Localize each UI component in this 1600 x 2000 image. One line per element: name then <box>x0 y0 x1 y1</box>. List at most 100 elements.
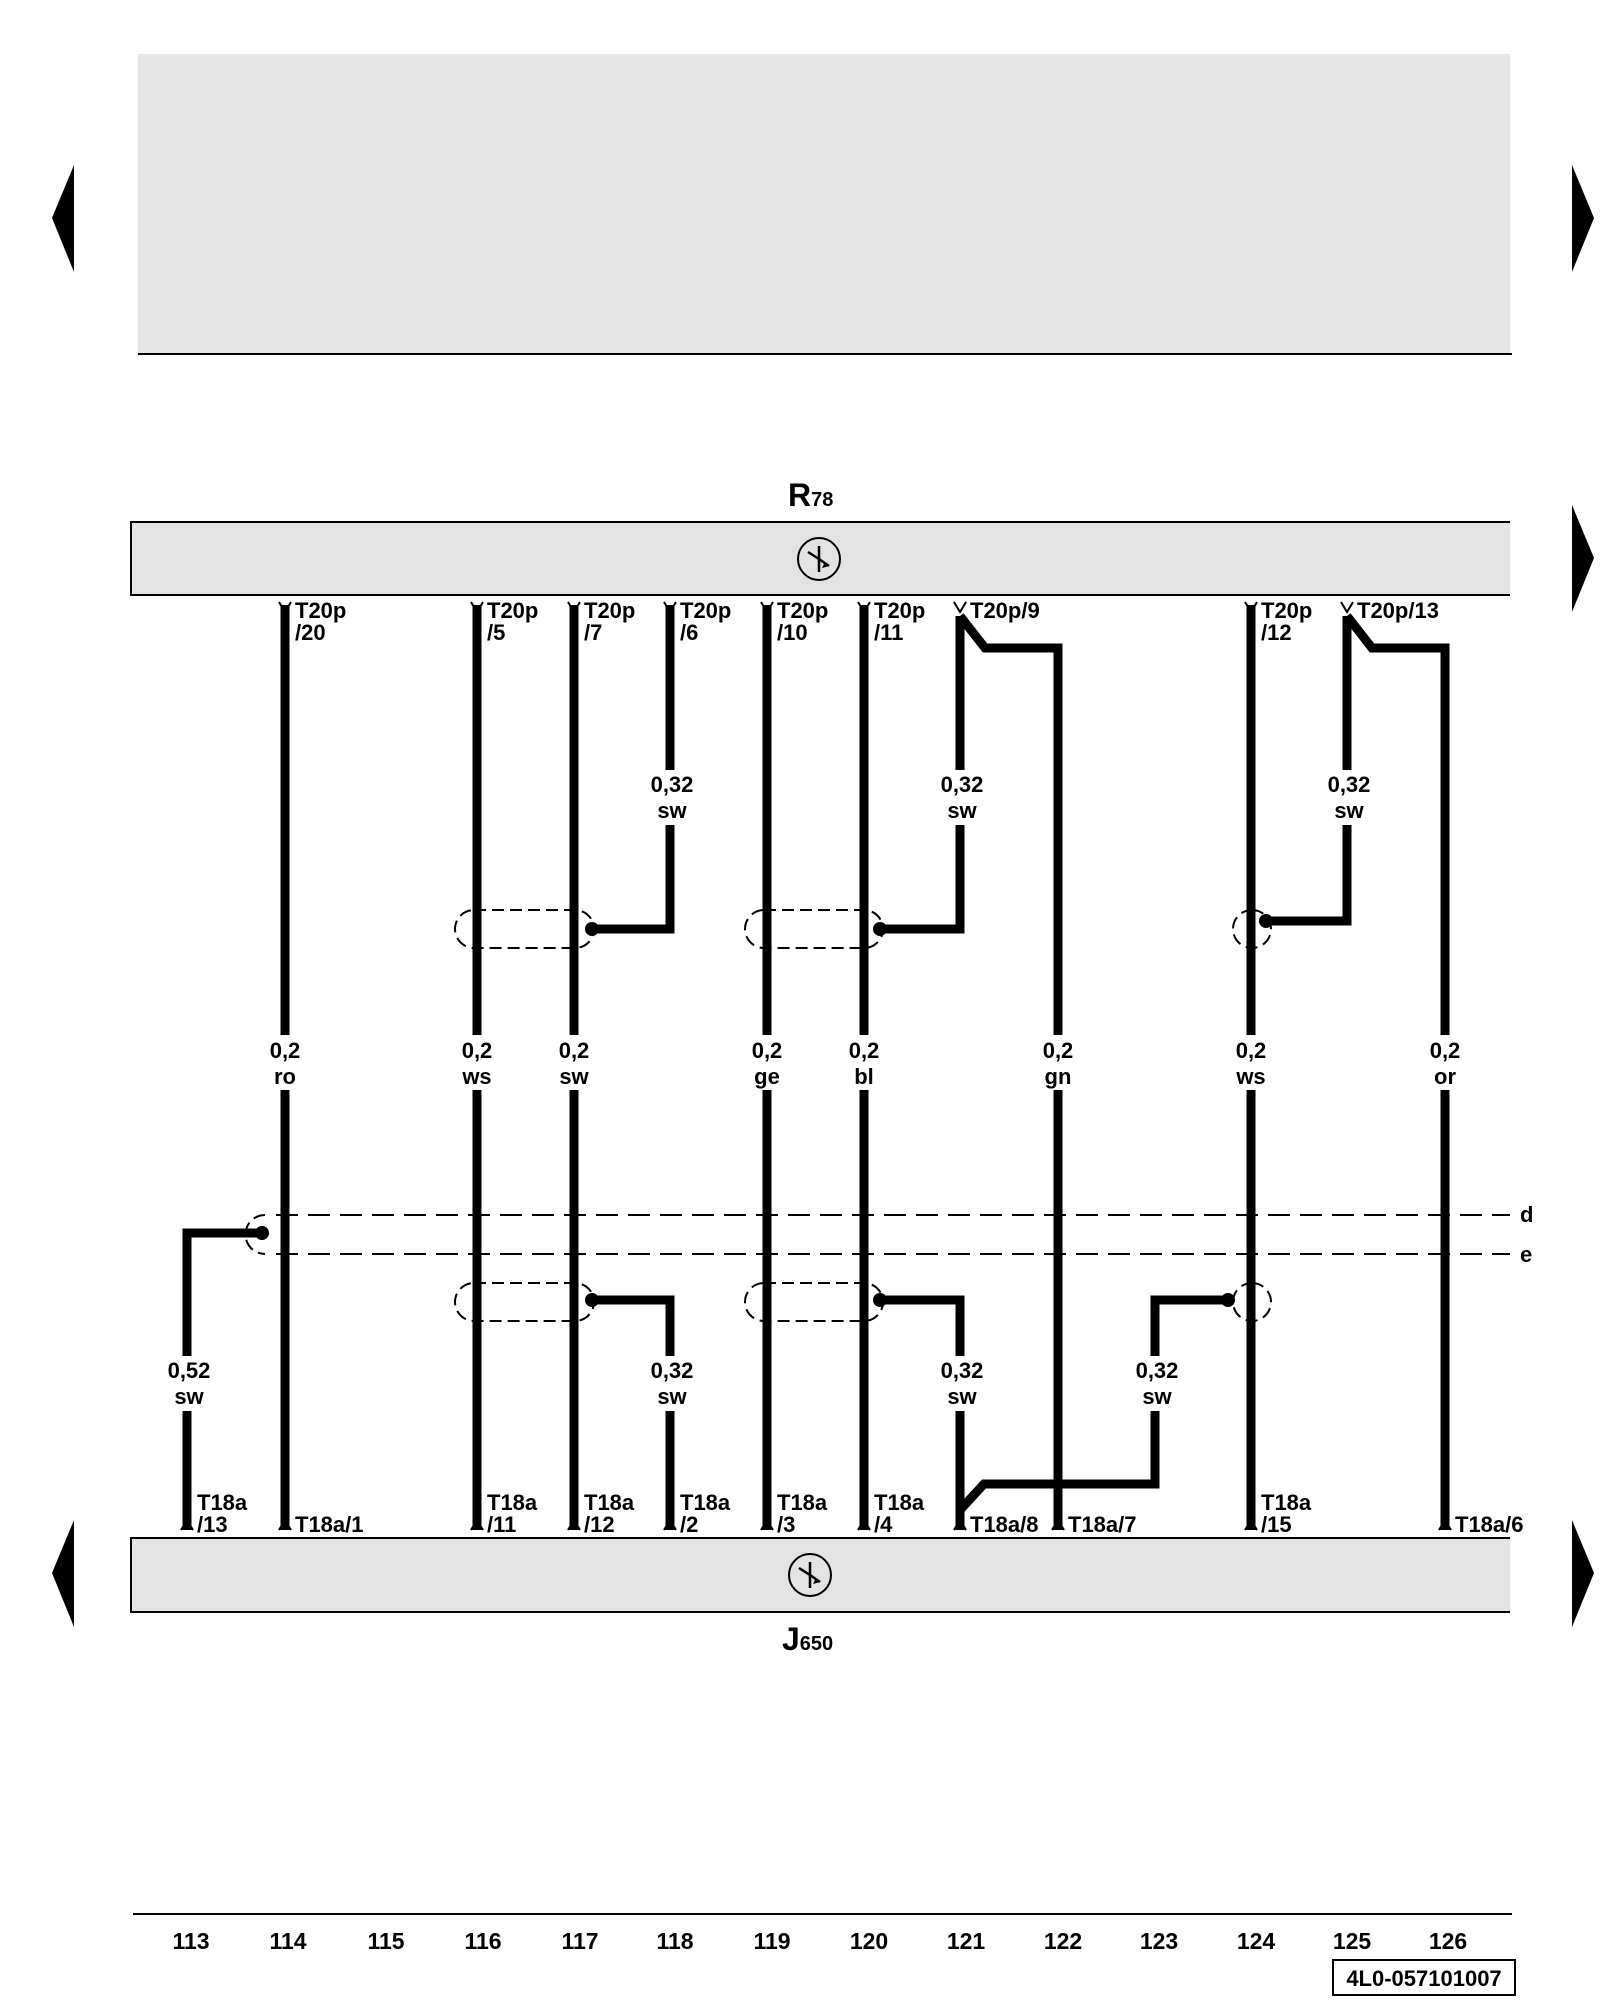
wire-color: ro <box>274 1064 296 1089</box>
position-numbers: 113 114 115 116 117 118 119 120 121 122 … <box>172 1928 1467 1954</box>
wire-color: sw <box>657 1384 687 1409</box>
top-pin-arrows <box>278 601 1354 614</box>
position-number: 114 <box>269 1928 306 1954</box>
pin-label: /12 <box>1261 620 1292 645</box>
position-number: 113 <box>172 1928 209 1954</box>
wire-spec-gaps <box>162 770 1468 1411</box>
wire-size: 0,32 <box>941 772 984 797</box>
wire-color: bl <box>854 1064 874 1089</box>
wire-size: 0,2 <box>1236 1038 1267 1063</box>
pin-label: T20p <box>874 598 925 623</box>
pin-label: /12 <box>584 1512 615 1537</box>
pin-label: /20 <box>295 620 326 645</box>
wire-size: 0,32 <box>651 1358 694 1383</box>
wire-color: ws <box>1235 1064 1265 1089</box>
component-box-top <box>130 521 1510 596</box>
shield-lines <box>276 1214 1510 1255</box>
wire-size: 0,2 <box>559 1038 590 1063</box>
pin-label: T18a/8 <box>970 1512 1039 1537</box>
pin-label: T20p <box>777 598 828 623</box>
position-number: 124 <box>1237 1928 1276 1954</box>
wire-color: or <box>1434 1064 1456 1089</box>
twisted-pair-shields <box>244 908 1272 1323</box>
pin-label: T20p <box>1261 598 1312 623</box>
shield-connection-dots <box>255 914 1273 1307</box>
position-number: 125 <box>1333 1928 1372 1954</box>
wire-size: 0,2 <box>752 1038 783 1063</box>
pin-label: T20p/9 <box>970 598 1040 623</box>
bottom-pin-labels: T18a /13 T18a/1 T18a /11 T18a /12 T18a /… <box>197 1490 1524 1537</box>
wire-color: ge <box>754 1064 780 1089</box>
pin-label: /11 <box>487 1512 516 1537</box>
wire-size: 0,32 <box>651 772 694 797</box>
pin-label: /6 <box>680 620 698 645</box>
wire-121-top <box>880 616 965 934</box>
pin-label: T20p <box>680 598 731 623</box>
pin-label: /11 <box>874 620 903 645</box>
wire-color: sw <box>947 1384 977 1409</box>
pin-label: T20p/13 <box>1357 598 1439 623</box>
wire-121-123-bottom <box>880 1295 1228 1522</box>
position-number: 116 <box>464 1928 501 1954</box>
pin-label: /15 <box>1261 1512 1292 1537</box>
position-number: 122 <box>1044 1928 1082 1954</box>
nav-arrow-left-icon[interactable] <box>52 1520 74 1627</box>
component-box-bottom <box>130 1537 1510 1613</box>
pin-label: T18a <box>197 1490 248 1515</box>
wire-size: 0,2 <box>270 1038 301 1063</box>
nav-arrow-right-icon[interactable] <box>1572 165 1594 272</box>
diagram-code: 4L0-057101007 <box>1346 1966 1501 1991</box>
shield-label-d: d <box>1520 1202 1533 1227</box>
component-label-top: R78 <box>788 477 833 513</box>
pin-label: /4 <box>874 1512 893 1537</box>
position-number: 121 <box>947 1928 986 1954</box>
wire-118-bottom <box>592 1295 675 1530</box>
pin-label: /7 <box>584 620 602 645</box>
wire-125-top <box>1266 616 1352 926</box>
wire-size: 0,2 <box>1043 1038 1074 1063</box>
position-number: 115 <box>367 1928 404 1954</box>
nav-arrow-right-icon[interactable] <box>1572 505 1594 612</box>
wire-color: gn <box>1045 1064 1072 1089</box>
wire-spec-labels: 0,2 ro 0,2 ws 0,2 sw 0,2 ge 0,2 bl 0,2 g… <box>168 772 1461 1409</box>
position-number: 117 <box>561 1928 598 1954</box>
pin-label: T18a <box>584 1490 635 1515</box>
wire-color: sw <box>1334 798 1364 823</box>
wire-color: sw <box>1142 1384 1172 1409</box>
pin-label: /13 <box>197 1512 228 1537</box>
pin-label: T18a/6 <box>1455 1512 1524 1537</box>
pin-label: /3 <box>777 1512 795 1537</box>
header-panel <box>138 54 1510 354</box>
position-number: 119 <box>753 1928 790 1954</box>
wire-113 <box>182 1228 262 1530</box>
wire-118-top <box>592 605 675 934</box>
pin-label: T20p <box>584 598 635 623</box>
wire-color: sw <box>174 1384 204 1409</box>
pin-label: /2 <box>680 1512 698 1537</box>
nav-arrow-left-icon[interactable] <box>52 165 74 272</box>
pin-label: T18a <box>680 1490 731 1515</box>
position-number: 123 <box>1140 1928 1178 1954</box>
shield-label-e: e <box>1520 1242 1532 1267</box>
wire-color: sw <box>657 798 687 823</box>
top-pin-labels: T20p /20 T20p /5 T20p /7 T20p /6 T20p /1… <box>295 598 1439 645</box>
pin-label: /10 <box>777 620 808 645</box>
position-number: 126 <box>1429 1928 1467 1954</box>
wire-color: sw <box>947 798 977 823</box>
wire-size: 0,2 <box>849 1038 880 1063</box>
pin-label: T20p <box>487 598 538 623</box>
pin-label: T18a <box>487 1490 538 1515</box>
pin-label: T18a <box>1261 1490 1312 1515</box>
nav-arrow-right-icon[interactable] <box>1572 1520 1594 1627</box>
pin-label: T18a <box>874 1490 925 1515</box>
wire-size: 0,32 <box>1136 1358 1179 1383</box>
wire-size: 0,2 <box>1430 1038 1461 1063</box>
bottom-pin-arrows <box>180 1518 1452 1531</box>
diagram-code-box <box>1332 1959 1516 1996</box>
position-number: 118 <box>656 1928 693 1954</box>
pin-label: T20p <box>295 598 346 623</box>
wire-size: 0,2 <box>462 1038 493 1063</box>
wire-color: ws <box>461 1064 491 1089</box>
component-label-bottom: J650 <box>782 1621 833 1657</box>
